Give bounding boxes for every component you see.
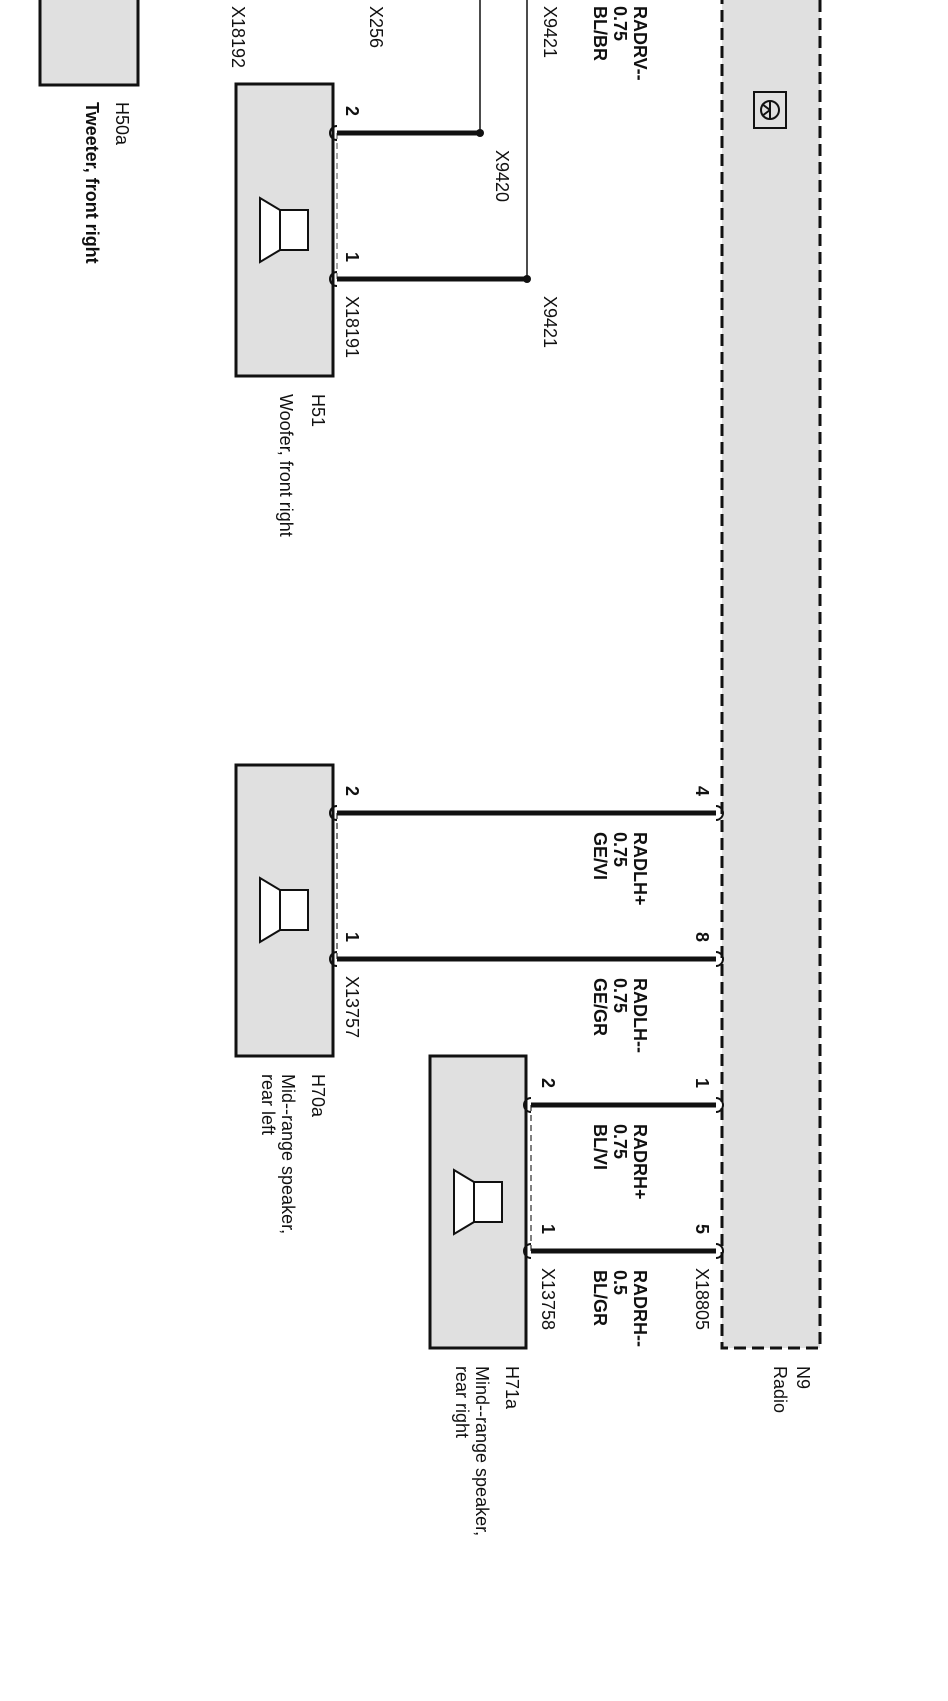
midrange-rear-left-pin2: 2 [342, 786, 362, 796]
wire-radrh-minus-gauge: 0.5 [610, 1270, 630, 1295]
tweeter-front-right-id: H50a [112, 102, 132, 146]
radio-ground-symbol-icon [753, 91, 787, 129]
pin-junction-markers [329, 125, 724, 1259]
radio-pin-4: 4 [692, 786, 712, 796]
wire-radlh-plus-color: GE/VI [590, 832, 610, 880]
midrange-rear-left-speaker-icon [259, 876, 309, 944]
woofer-wire-pin2-dot [476, 129, 484, 137]
tweeter-front-right-name: Tweeter, front right [82, 102, 102, 264]
radio-pin-5: 5 [692, 1224, 712, 1234]
woofer-connector: X18191 [342, 296, 362, 358]
wire-radrv-minus-gauge: 0.75 [610, 6, 630, 41]
midrange-rear-left-name-line2: rear left [258, 1074, 278, 1135]
radio-pin-8: 8 [692, 932, 712, 942]
radio-box[interactable] [720, 0, 822, 1350]
wire-radrh-plus-gauge: 0.75 [610, 1124, 630, 1159]
woofer-front-right-name: Woofer, front right [276, 394, 296, 537]
wire-radlh-minus-gauge: 0.75 [610, 978, 630, 1013]
wire-radrh-minus-signal: RADRH-- [630, 1270, 650, 1347]
wire-radrh-minus-color: BL/GR [590, 1270, 610, 1326]
midrange-rear-left-name-line1: Mid--range speaker, [278, 1074, 298, 1234]
midrange-rear-right-speaker-icon [453, 1168, 503, 1236]
tweeter-front-right-box[interactable] [38, 0, 140, 87]
woofer-pin2: 2 [342, 106, 362, 116]
connector-x9421-top-label: X9421 [540, 6, 560, 58]
midrange-rear-right-pin1: 1 [538, 1224, 558, 1234]
wire-radrv-minus-signal: RADRV-- [630, 6, 650, 81]
wire-radrv-minus-color: BL/BR [590, 6, 610, 61]
radio-connector-label: X18805 [692, 1268, 712, 1330]
midrange-rear-right-pin2: 2 [538, 1078, 558, 1088]
radio-id: N9 [793, 1366, 813, 1389]
connector-x256-label: X256 [366, 6, 386, 48]
wire-radlh-plus-signal: RADLH+ [630, 832, 650, 906]
wire-radlh-plus-gauge: 0.75 [610, 832, 630, 867]
wire-radlh-minus-signal: RADLH-- [630, 978, 650, 1053]
midrange-rear-left-id: H70a [308, 1074, 328, 1118]
midrange-rear-right-name-line2: rear right [452, 1366, 472, 1438]
woofer-pin1: 1 [342, 252, 362, 262]
midrange-rear-right-connector: X13758 [538, 1268, 558, 1330]
midrange-rear-left-connector: X13757 [342, 976, 362, 1038]
tweeter-front-right-connector: X18192 [228, 6, 248, 68]
midrange-rear-right-id: H71a [502, 1366, 522, 1410]
wire-radlh-minus-color: GE/GR [590, 978, 610, 1036]
radio-pin-1: 1 [692, 1078, 712, 1088]
wire-radrh-plus-color: BL/VI [590, 1124, 610, 1170]
woofer-speaker-icon [259, 196, 309, 264]
wire-radrh-plus-signal: RADRH+ [630, 1124, 650, 1200]
connector-x9420-label: X9420 [492, 150, 512, 202]
radio-name: Radio [770, 1366, 790, 1413]
woofer-wire-pin1-dot [523, 275, 531, 283]
midrange-rear-left-pin1: 1 [342, 932, 362, 942]
woofer-front-right-id: H51 [308, 394, 328, 427]
midrange-rear-right-name-line1: Mind--range speaker, [472, 1366, 492, 1536]
connector-x9421-mid-label: X9421 [540, 296, 560, 348]
